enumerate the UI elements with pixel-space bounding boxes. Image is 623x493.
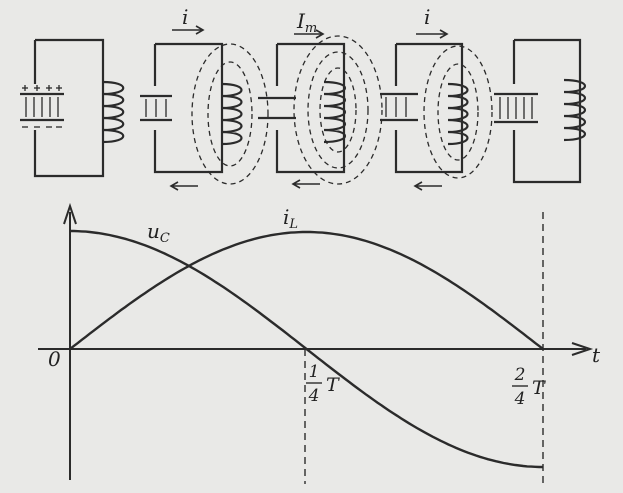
circuit-stage-4: [380, 29, 493, 191]
circuit-stage-2: [140, 25, 269, 191]
stage-4-current-label: i: [424, 5, 430, 29]
origin-label: 0: [48, 347, 61, 371]
quarter-denominator: 4: [308, 386, 320, 406]
y-axis-arrow: [63, 202, 77, 225]
uc-curve: [70, 229, 543, 469]
quarter-numerator: 1: [309, 362, 320, 382]
circuit-stage-5: [494, 38, 586, 184]
t-axis-arrow: [571, 342, 594, 356]
circuit-stage-3: [258, 29, 383, 189]
circuit-stage-1: [20, 38, 125, 178]
half-period-symbol: T: [532, 377, 546, 399]
uc-curve-label: uC: [147, 219, 170, 246]
half-numerator: 2: [514, 365, 526, 385]
graph-axes: [38, 202, 594, 484]
half-period-label: 2 4 T: [512, 365, 546, 409]
stage-2-current-label: i: [182, 5, 188, 29]
quarter-period-label: 1 4 T: [306, 362, 340, 406]
circuit-stages: [20, 25, 586, 191]
quarter-period-symbol: T: [326, 374, 340, 396]
il-curve-label: iL: [283, 205, 298, 232]
half-denominator: 4: [514, 389, 526, 409]
il-curve: [69, 230, 544, 350]
graph-curves: [69, 229, 544, 469]
stage-3-current-label: Im: [296, 9, 317, 36]
t-axis-label: t: [592, 343, 601, 367]
